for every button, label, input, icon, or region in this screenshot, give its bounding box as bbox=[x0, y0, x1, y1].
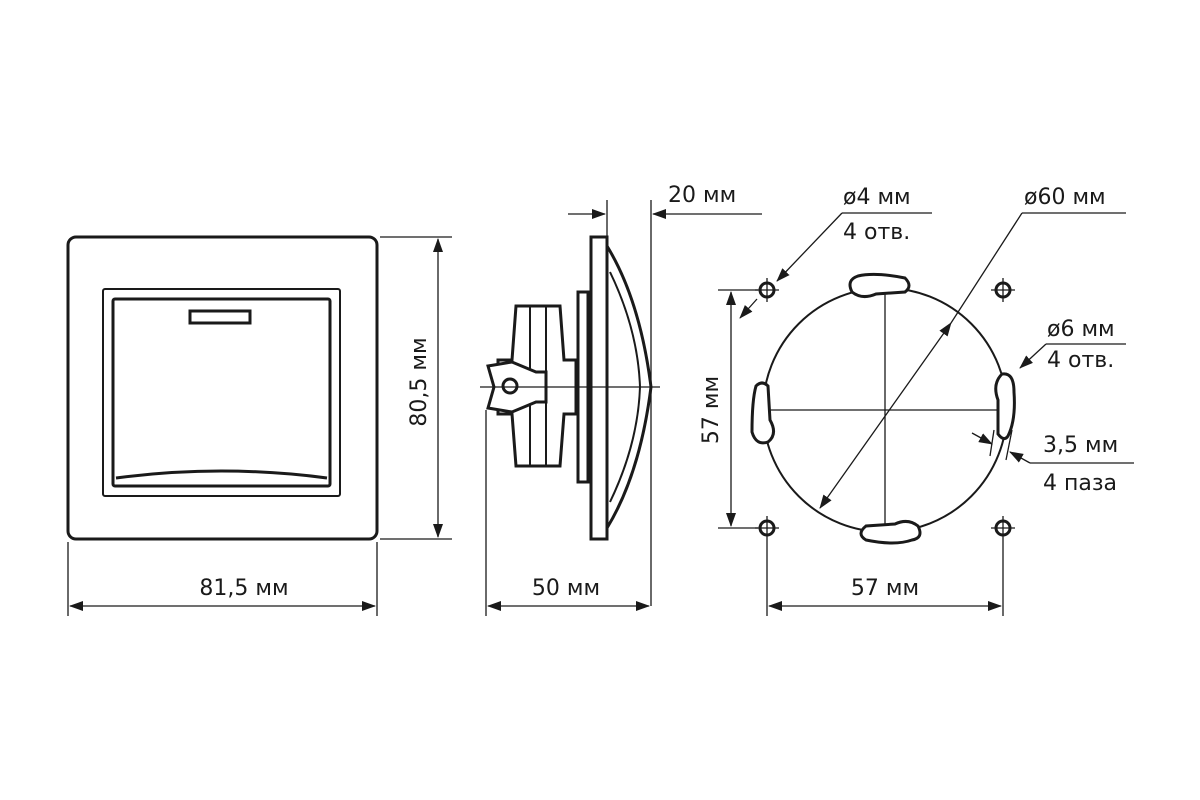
corner-hole-bottom-left bbox=[755, 516, 779, 540]
dimension-height-front: 80,5 мм bbox=[380, 236, 452, 540]
side-frame bbox=[589, 235, 609, 541]
switch-frame bbox=[66, 235, 379, 541]
corner-hole-top-right bbox=[991, 278, 1015, 302]
frame-side-label: 20 мм bbox=[668, 183, 736, 208]
key-inner bbox=[111, 297, 332, 488]
width-front-label: 81,5 мм bbox=[199, 576, 288, 601]
key-outer bbox=[102, 288, 341, 497]
dimension-width-front: 81,5 мм bbox=[67, 542, 378, 616]
slot-right bbox=[994, 372, 1016, 441]
mount-height-label: 57 мм bbox=[699, 376, 724, 444]
slot-width-label: 3,5 мм bbox=[1043, 433, 1118, 458]
mount-width-label: 57 мм bbox=[851, 576, 919, 601]
dimension-mount-height: 57 мм bbox=[699, 289, 758, 529]
mounting-view bbox=[750, 272, 1016, 545]
slot-top bbox=[848, 272, 911, 299]
slot-bottom bbox=[859, 519, 922, 545]
slot-count-label: 4 паза bbox=[1043, 471, 1117, 496]
dimension-mount-width: 57 мм bbox=[766, 540, 1004, 616]
small-hole-dia-label: ø4 мм bbox=[843, 185, 911, 210]
depth-side-label: 50 мм bbox=[532, 576, 600, 601]
front-view bbox=[66, 235, 379, 541]
callout-large-hole: ø6 мм 4 отв. bbox=[1019, 317, 1126, 373]
terminal-screw bbox=[501, 377, 519, 395]
callout-circle-diameter: ø60 мм bbox=[819, 185, 1126, 509]
large-hole-count-label: 4 отв. bbox=[1047, 348, 1114, 373]
dimension-depth-side: 50 мм bbox=[485, 200, 652, 616]
large-hole-dia-label: ø6 мм bbox=[1047, 317, 1115, 342]
callout-slot-width: 3,5 мм 4 паза bbox=[971, 429, 1134, 496]
key-bottom-edge bbox=[115, 469, 328, 480]
side-view bbox=[480, 235, 660, 541]
dimension-frame-side: 20 мм bbox=[568, 183, 762, 236]
circle-dia-label: ø60 мм bbox=[1024, 185, 1106, 210]
small-hole-count-label: 4 отв. bbox=[843, 220, 910, 245]
indicator-window bbox=[188, 309, 252, 325]
corner-hole-top-left bbox=[755, 278, 779, 302]
callout-small-hole: ø4 мм 4 отв. bbox=[739, 185, 932, 319]
height-front-label: 80,5 мм bbox=[407, 337, 432, 426]
slot-left bbox=[750, 381, 775, 445]
corner-hole-bottom-right bbox=[991, 516, 1015, 540]
